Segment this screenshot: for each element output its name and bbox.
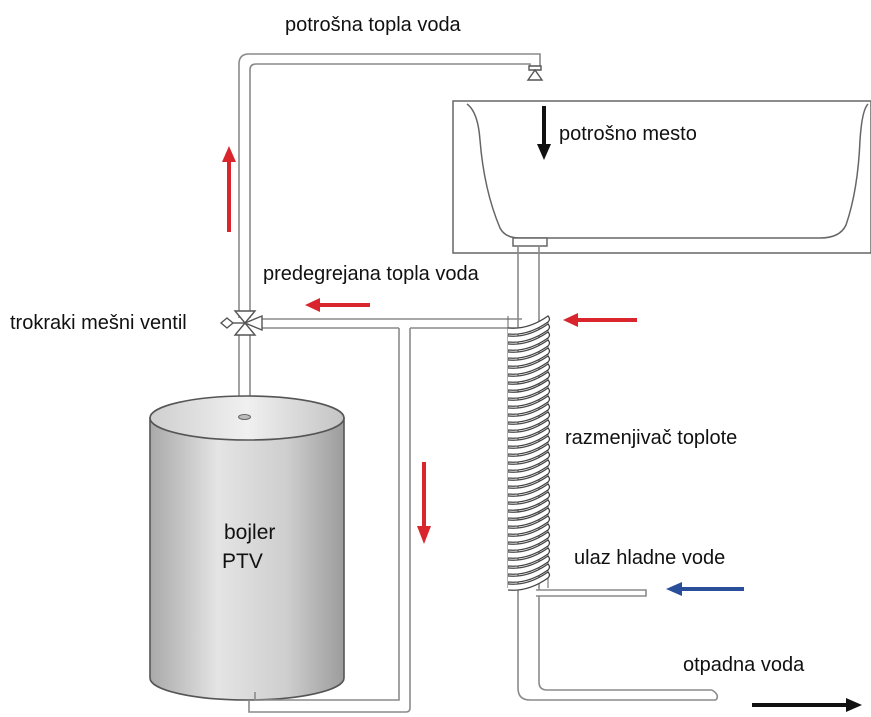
hot-supply-label: potrošna topla voda — [285, 14, 461, 36]
heat-exchanger-coil — [507, 315, 551, 591]
drain-pipe — [517, 246, 719, 701]
return-down-arrow — [417, 462, 431, 544]
tank-icon — [149, 395, 345, 701]
hot-up-arrow — [222, 146, 236, 232]
tank-label-line2: PTV — [222, 550, 263, 573]
exchanger-in-arrow — [563, 313, 637, 327]
basin-icon — [452, 100, 871, 254]
cold-inlet-label: ulaz hladne vode — [574, 547, 726, 569]
waste-water-label: otpadna voda — [683, 654, 805, 676]
preheated-arrow — [305, 298, 370, 312]
return-pipe — [248, 328, 411, 713]
basin-down-arrow — [537, 106, 551, 160]
mixing-valve-label: trokraki mešni ventil — [10, 312, 187, 334]
faucet-icon — [526, 65, 544, 81]
outlet-point-label: potrošno mesto — [559, 123, 697, 145]
drain-out-arrow — [752, 698, 862, 712]
preheated-water-label: predegrejana topla voda — [263, 263, 479, 285]
cold-inlet-arrow — [666, 582, 744, 596]
hot-supply-pipe — [238, 53, 541, 318]
cold-inlet-pipe — [536, 589, 647, 597]
heat-exchanger-label: razmenjivač toplote — [565, 427, 738, 449]
tank-label-line1: bojler — [224, 521, 276, 544]
mixing-valve-icon — [219, 310, 263, 336]
preheated-pipe — [262, 318, 522, 329]
